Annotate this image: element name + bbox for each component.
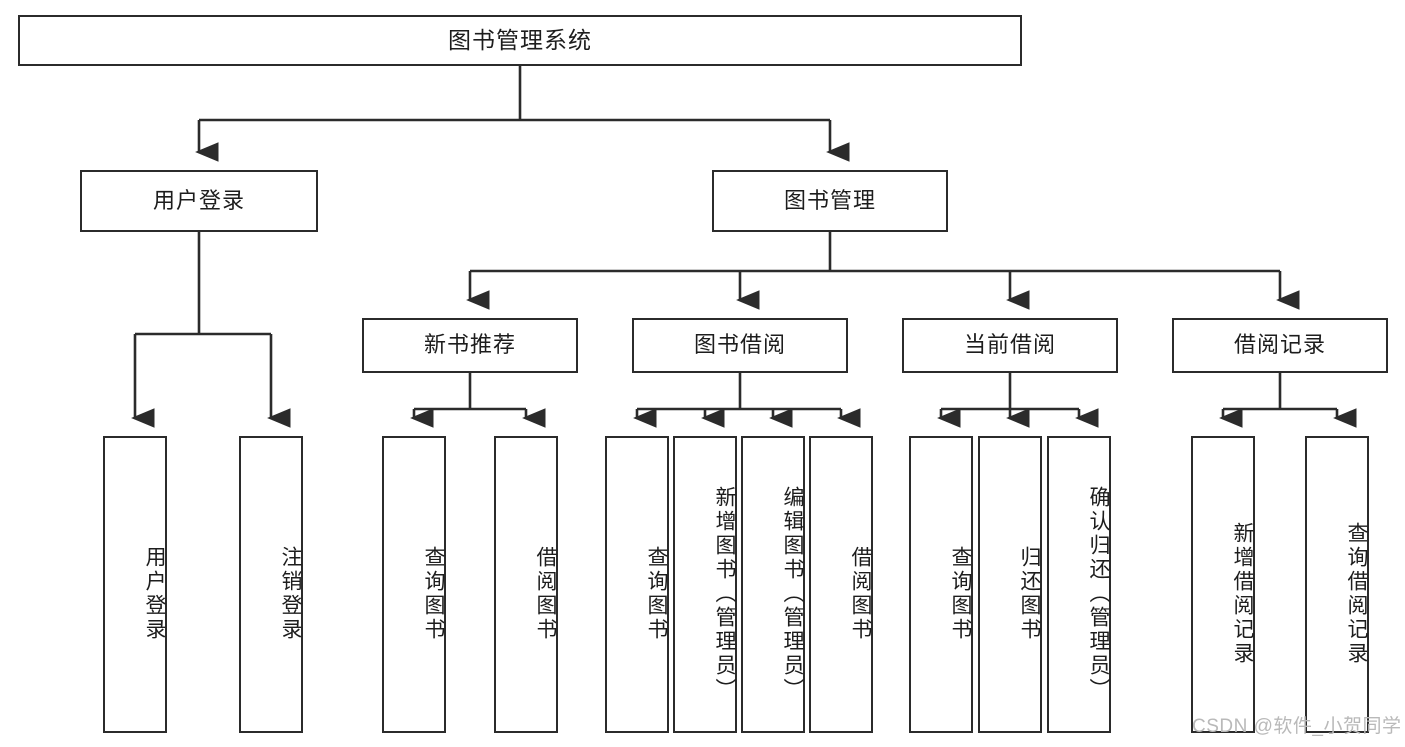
leaf-user-login-login[interactable]: 用户登录 [103, 436, 167, 733]
leaf-current-confirm-return-admin[interactable]: 确认归还（管理员） [1047, 436, 1111, 733]
leaf-record-query-borrow-record[interactable]: 查询借阅记录 [1305, 436, 1369, 733]
leaf-current-return-book[interactable]: 归还图书 [978, 436, 1042, 733]
node-label: 用户登录 [143, 545, 166, 642]
leaf-borrow-query-book[interactable]: 查询图书 [605, 436, 669, 733]
node-label: 借阅图书 [849, 545, 872, 642]
node-user-login[interactable]: 用户登录 [80, 170, 318, 232]
node-label: 查询图书 [949, 545, 972, 642]
node-label: 图书管理系统 [448, 26, 592, 53]
node-label: 新增借阅记录 [1231, 521, 1254, 666]
node-borrow-record[interactable]: 借阅记录 [1172, 318, 1388, 373]
node-current-borrow[interactable]: 当前借阅 [902, 318, 1118, 373]
node-label: 查询图书 [422, 545, 445, 642]
csdn-watermark: CSDN @软件_小贺同学 [1192, 716, 1402, 737]
node-label: 归还图书 [1018, 545, 1041, 642]
node-label: 借阅图书 [534, 545, 557, 642]
node-book-borrow[interactable]: 图书借阅 [632, 318, 848, 373]
node-label: 图书管理 [783, 187, 876, 213]
leaf-borrow-add-book-admin[interactable]: 新增图书（管理员） [673, 436, 737, 733]
leaf-record-add-borrow-record[interactable]: 新增借阅记录 [1191, 436, 1255, 733]
leaf-current-query-book[interactable]: 查询图书 [909, 436, 973, 733]
node-label: 图书借阅 [693, 332, 786, 358]
leaf-new-book-borrow[interactable]: 借阅图书 [494, 436, 558, 733]
node-label: 借阅记录 [1233, 332, 1326, 358]
leaf-user-login-logout[interactable]: 注销登录 [239, 436, 303, 733]
node-label: 查询图书 [645, 545, 668, 642]
node-label: 确认归还（管理员） [1087, 485, 1110, 702]
node-label: 查询借阅记录 [1345, 521, 1368, 666]
leaf-borrow-borrow-book[interactable]: 借阅图书 [809, 436, 873, 733]
node-label: 用户登录 [152, 187, 245, 213]
node-root-book-management-system[interactable]: 图书管理系统 [18, 15, 1022, 66]
node-label: 新增图书（管理员） [713, 485, 736, 702]
node-new-book-recommend[interactable]: 新书推荐 [362, 318, 578, 373]
node-label: 注销登录 [279, 545, 302, 642]
node-book-management[interactable]: 图书管理 [712, 170, 948, 232]
node-label: 当前借阅 [963, 332, 1056, 358]
leaf-borrow-edit-book-admin[interactable]: 编辑图书（管理员） [741, 436, 805, 733]
node-label: 新书推荐 [423, 332, 516, 358]
node-label: 编辑图书（管理员） [781, 485, 804, 702]
leaf-new-book-query[interactable]: 查询图书 [382, 436, 446, 733]
